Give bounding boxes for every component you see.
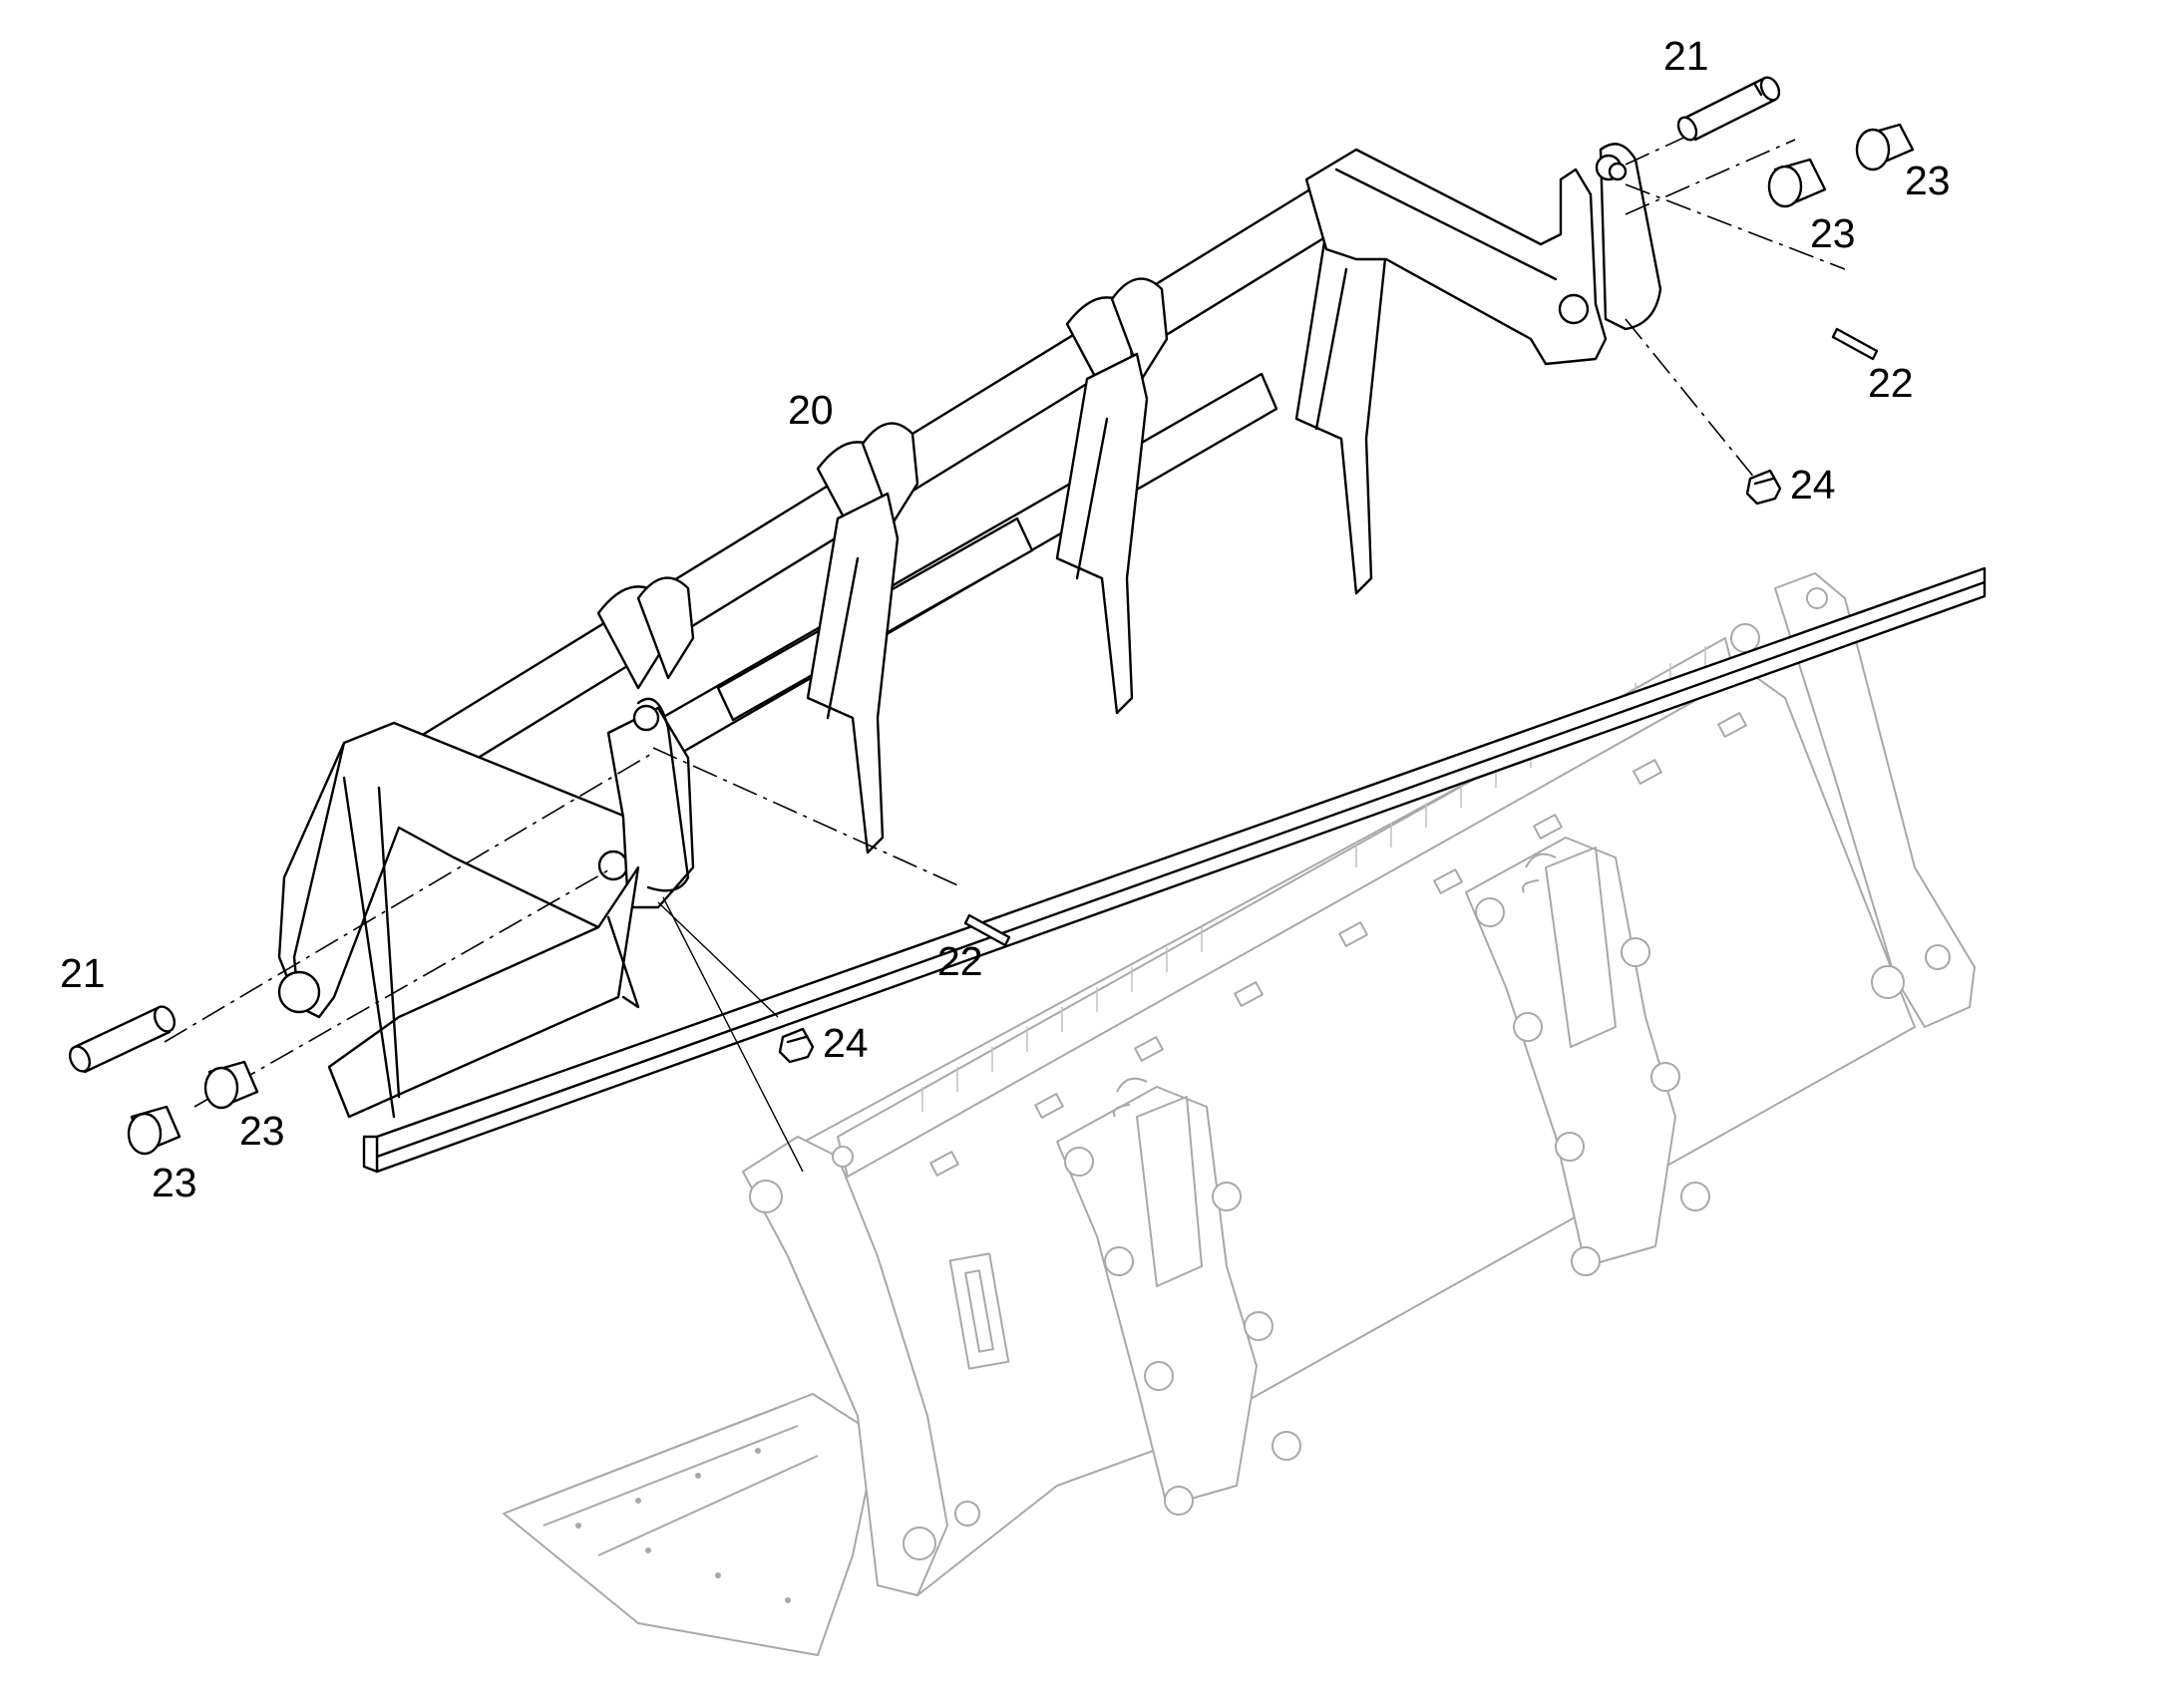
spring-pin-22-right bbox=[1831, 327, 1879, 361]
pin-21-left bbox=[68, 1005, 177, 1074]
callout-21-right: 21 bbox=[1663, 33, 1709, 79]
alignment-centerlines bbox=[164, 104, 1846, 1173]
spring-pin-22-left bbox=[963, 913, 1011, 947]
callout-23-left-b: 23 bbox=[152, 1160, 197, 1205]
callout-22-left: 22 bbox=[937, 938, 983, 984]
callout-20: 20 bbox=[788, 387, 834, 433]
floor-rivets bbox=[575, 1448, 791, 1603]
bushings-23-right bbox=[1767, 123, 1915, 208]
pin-21-right bbox=[1676, 76, 1781, 142]
callout-23-left-a: 23 bbox=[239, 1108, 285, 1154]
bushings-23-left bbox=[127, 1060, 259, 1156]
callout-24-left: 24 bbox=[823, 1020, 869, 1066]
rivet-plates bbox=[929, 712, 1747, 1177]
quick-coupler-frame bbox=[277, 143, 1987, 1174]
callout-21-left: 21 bbox=[60, 950, 106, 996]
callout-23-right-a: 23 bbox=[1905, 158, 1951, 203]
callouts: 20 21 21 22 22 23 23 23 23 24 24 bbox=[60, 33, 1951, 1205]
grease-nipple-24-left bbox=[778, 1027, 815, 1064]
grease-nipple-24-right bbox=[1745, 469, 1782, 506]
callout-24-right: 24 bbox=[1790, 462, 1836, 508]
bucket-ghost bbox=[503, 572, 1976, 1656]
callout-22-right: 22 bbox=[1868, 360, 1914, 406]
callout-23-right-b: 23 bbox=[1810, 210, 1856, 256]
